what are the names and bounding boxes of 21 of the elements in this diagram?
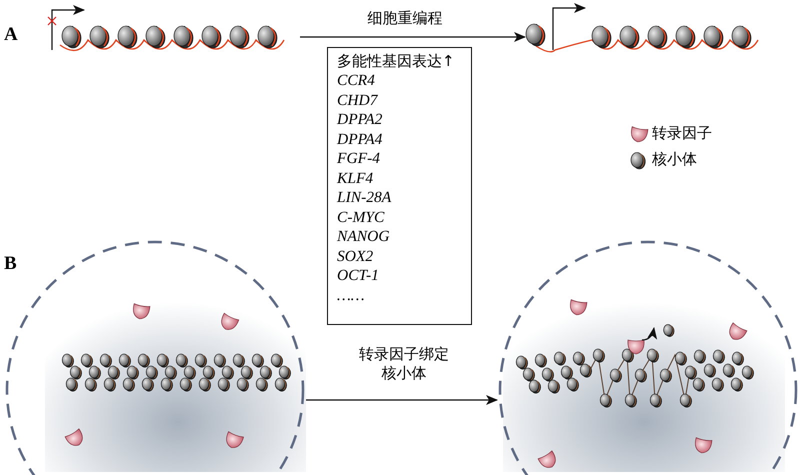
- legend-text: 转录因子: [652, 124, 712, 143]
- list-heading: 多能性基因表达↑: [337, 51, 456, 71]
- gene-name: FGF-4: [337, 149, 382, 168]
- panel-label: A: [4, 24, 18, 46]
- gene-name: DPPA2: [337, 110, 384, 130]
- edge-label: 转录因子绑定核小体: [358, 345, 450, 383]
- gene-name: CHD7: [337, 90, 379, 110]
- gene-name: C-MYC: [337, 208, 386, 227]
- arrow: [306, 395, 498, 405]
- gene-name: SOX2: [337, 246, 374, 266]
- gene-name: KLF4: [337, 168, 374, 188]
- gene-list-box: [327, 47, 472, 325]
- gene-name: CCR4: [337, 71, 376, 90]
- legend-text: 核小体: [652, 150, 697, 169]
- arrow: [300, 32, 526, 42]
- gene-name: ……: [337, 286, 366, 305]
- gene-name: OCT-1: [337, 266, 380, 286]
- panel-label: B: [4, 253, 17, 275]
- gene-name: LIN-28A: [337, 188, 392, 208]
- gene-name: NANOG: [337, 227, 391, 246]
- gene-name: DPPA4: [337, 130, 384, 149]
